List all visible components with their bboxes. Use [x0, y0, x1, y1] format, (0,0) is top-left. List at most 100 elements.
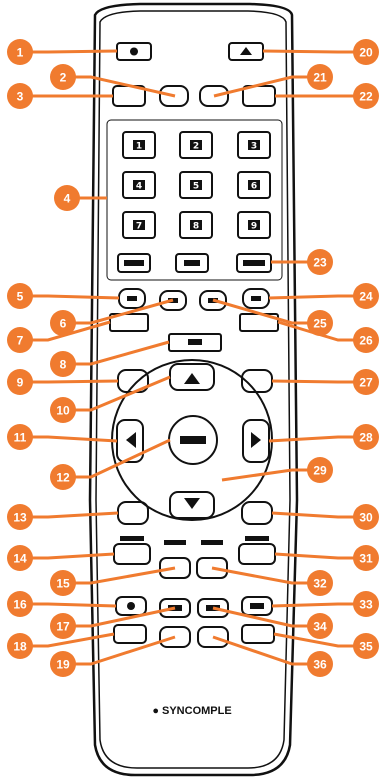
callout-badge-19: 19 — [50, 651, 76, 677]
leader-line — [63, 342, 169, 364]
display-button[interactable] — [118, 502, 148, 524]
callout-badge-7: 7 — [7, 327, 33, 353]
callout-badge-32: 32 — [307, 570, 333, 596]
callout-number: 4 — [64, 192, 71, 206]
eject-button[interactable] — [229, 43, 263, 60]
callout-number: 12 — [56, 471, 70, 485]
number-key-label: 9 — [251, 222, 257, 232]
callout-number: 10 — [56, 404, 70, 418]
function-row-3-icons — [127, 602, 264, 611]
callout-number: 6 — [60, 317, 67, 331]
function-row-2 — [114, 544, 275, 578]
callout-badge-9: 9 — [7, 369, 33, 395]
number-key-2[interactable]: 2 — [180, 132, 212, 158]
callout-number: 17 — [56, 620, 70, 634]
callout-number: 32 — [313, 577, 327, 591]
leader-line — [63, 568, 175, 583]
callout-badge-2: 2 — [50, 64, 76, 90]
menu-row — [110, 314, 278, 351]
callout-number: 3 — [17, 90, 24, 104]
number-key-label: 5 — [193, 182, 199, 192]
leader-line — [20, 381, 118, 382]
key-clear-label — [243, 260, 265, 266]
media-row-1 — [119, 289, 269, 310]
number-key-6[interactable]: 6 — [238, 172, 270, 198]
callout-number: 26 — [359, 334, 373, 348]
callout-number: 21 — [313, 71, 327, 85]
leader-line — [213, 608, 320, 626]
callout-number: 14 — [13, 552, 27, 566]
number-key-label: 7 — [136, 222, 142, 232]
power-icon — [130, 48, 138, 56]
callout-badge-13: 13 — [7, 504, 33, 530]
number-key-label: 8 — [193, 222, 199, 232]
function-row-3 — [116, 597, 272, 617]
leader-line — [212, 568, 320, 583]
callout-badge-28: 28 — [353, 424, 379, 450]
leader-line — [20, 554, 114, 558]
repeat-button[interactable] — [239, 544, 275, 564]
callout-number: 2 — [60, 71, 67, 85]
callout-badge-15: 15 — [50, 570, 76, 596]
callout-number: 7 — [17, 334, 24, 348]
leader-line — [20, 513, 118, 517]
callout-number: 15 — [56, 577, 70, 591]
audio-button[interactable] — [242, 502, 272, 524]
leader-line — [20, 604, 116, 606]
callout-badge-10: 10 — [50, 397, 76, 423]
callout-badge-33: 33 — [353, 591, 379, 617]
zoom-button[interactable] — [114, 544, 150, 564]
callout-badge-18: 18 — [7, 633, 33, 659]
number-key-3[interactable]: 3 — [238, 132, 270, 158]
callout-badge-21: 21 — [307, 64, 333, 90]
callout-number: 13 — [13, 511, 27, 525]
power-button[interactable] — [117, 43, 151, 60]
callout-number: 9 — [17, 376, 24, 390]
number-key-4[interactable]: 4 — [123, 172, 155, 198]
up-arrow-icon — [184, 373, 200, 384]
callout-number: 31 — [359, 552, 373, 566]
callout-number: 33 — [359, 598, 373, 612]
callout-badge-11: 11 — [7, 424, 33, 450]
mute-button[interactable] — [114, 625, 146, 643]
callout-badge-31: 31 — [353, 545, 379, 571]
leader-line — [20, 51, 117, 52]
brand-logo: ● SYNCOMPLE — [152, 705, 231, 717]
media-row-1-icons — [127, 296, 261, 303]
callout-badges: 1234567891011121314151617181920212223242… — [7, 39, 379, 677]
callout-number: 30 — [359, 511, 373, 525]
key-goto-label — [184, 260, 200, 266]
leader-line — [63, 608, 175, 626]
callout-badge-36: 36 — [307, 651, 333, 677]
number-key-label: 2 — [193, 142, 199, 152]
number-key-label: 6 — [251, 182, 257, 192]
callout-number: 35 — [359, 640, 373, 654]
callout-badge-12: 12 — [50, 464, 76, 490]
number-key-7[interactable]: 7 — [123, 212, 155, 238]
key-10plus-label — [124, 260, 144, 266]
callout-badge-8: 8 — [50, 351, 76, 377]
callout-number: 24 — [359, 290, 373, 304]
number-key-8[interactable]: 8 — [180, 212, 212, 238]
number-key-9[interactable]: 9 — [238, 212, 270, 238]
enter-label — [180, 436, 206, 444]
leader-line — [272, 604, 366, 606]
number-key-1[interactable]: 1 — [123, 132, 155, 158]
number-key-5[interactable]: 5 — [180, 172, 212, 198]
callout-badge-25: 25 — [307, 310, 333, 336]
program-button[interactable] — [242, 625, 274, 643]
callout-badge-26: 26 — [353, 327, 379, 353]
callout-number: 1 — [17, 46, 24, 60]
leader-line — [269, 437, 366, 441]
callout-badge-23: 23 — [307, 249, 333, 275]
callout-number: 11 — [14, 431, 27, 445]
number-key-label: 4 — [136, 182, 142, 192]
callout-number: 34 — [313, 620, 327, 634]
nav-arrow-icons — [126, 373, 261, 509]
leader-line — [272, 513, 366, 517]
leader-line — [272, 381, 366, 382]
callout-badge-27: 27 — [353, 369, 379, 395]
callout-number: 36 — [313, 658, 327, 672]
function-row-4 — [114, 625, 274, 647]
